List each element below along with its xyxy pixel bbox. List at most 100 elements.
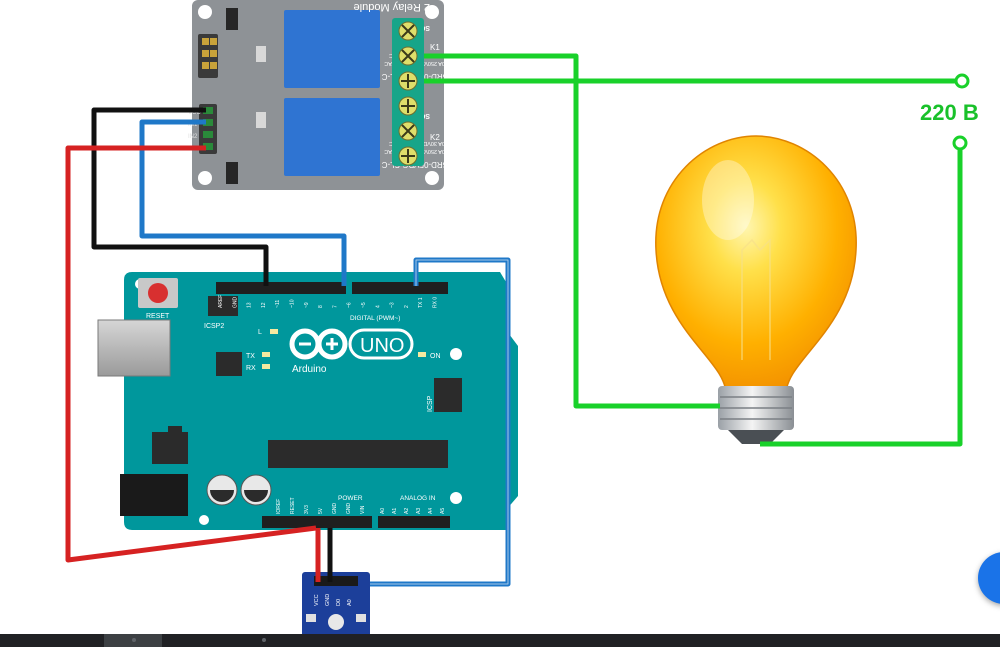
mount-hole [198, 5, 212, 19]
sensor-pcb [302, 572, 370, 638]
taskbar-indicator [262, 638, 266, 642]
pin-label: ~3 [390, 302, 396, 308]
mount-hole [425, 5, 439, 19]
screw-terminals [398, 21, 418, 166]
power-header [262, 516, 372, 528]
pin-label: RESET [290, 497, 296, 514]
digital-header-right [352, 282, 448, 294]
relay-module: VCC IN1 IN2 GND SRD-05VDC-SL-C 10A 250VA… [188, 0, 448, 190]
relay-input-header [199, 104, 217, 154]
pin-label: A3 [416, 508, 422, 514]
pin-label: 5V [318, 507, 324, 514]
pin-label: GND [332, 503, 338, 515]
sensor-header [314, 576, 358, 586]
wire-blue-in1 [139, 119, 347, 286]
pin-label: 7 [332, 305, 338, 308]
arduino-brand-text: Arduino [292, 364, 327, 375]
led-label: RX [246, 365, 256, 372]
sensor-pin-label: VCC [314, 594, 320, 606]
icsp2-header [208, 296, 238, 316]
pin-label: GND [232, 297, 238, 309]
atmega-chip [268, 440, 448, 468]
wire-blue-signal-outline [370, 259, 509, 585]
relay-pcb [192, 0, 444, 190]
pin-label: AREF [218, 295, 224, 308]
floating-action-button[interactable] [978, 552, 1000, 604]
pin-label: A1 [392, 508, 398, 514]
wires [65, 53, 963, 587]
arduino-logo: UNO [289, 328, 414, 360]
sensor-pin-label: D0 [336, 599, 342, 606]
light-bulb [655, 135, 857, 444]
pin-label: 8 [318, 305, 324, 308]
transistor [226, 162, 238, 184]
transistor [226, 8, 238, 30]
sensor-element [328, 614, 344, 630]
bulb-tip [728, 430, 784, 444]
pin-label: IOREF [276, 499, 282, 514]
usb-chip [216, 352, 242, 376]
sensor-pin-label: A0 [347, 599, 353, 606]
pin-label: 13 [247, 302, 253, 308]
wire-black-gnd [91, 107, 269, 286]
mains-terminal [954, 73, 970, 89]
analog-label: ANALOG IN [400, 495, 436, 502]
power-jack [120, 474, 188, 516]
regulator [152, 432, 188, 464]
resistor [256, 112, 266, 128]
pin-label: 2 [404, 305, 410, 308]
pin-label: A2 [404, 508, 410, 514]
relay-module-title: 2 Relay Module [354, 1, 430, 13]
pin-label: GND [346, 503, 352, 515]
pin-label: A5 [440, 508, 446, 514]
pin-label: VIN [360, 505, 366, 514]
power-pin-labels: IOREF RESET 3V3 5V GND GND VIN [276, 497, 366, 514]
bulb-glass [655, 135, 857, 395]
resistor [256, 46, 266, 62]
pin-label: ~5 [361, 302, 367, 308]
digital-header-left [216, 282, 346, 294]
wire-green-relay-com [424, 53, 720, 409]
bulb-filament [741, 238, 771, 360]
uno-logo-text: UNO [360, 335, 404, 357]
led-label: TX [246, 353, 255, 360]
pin-label: 4 [375, 305, 381, 308]
sensor-pin-label: GND [325, 594, 331, 606]
mount-hole [198, 171, 212, 185]
icsp-label: ICSP [427, 395, 434, 412]
relay-pin-label: IN2 [188, 134, 198, 140]
reset-label: RESET [146, 313, 170, 320]
wire-green-neutral [760, 143, 963, 447]
sensor-module: VCC GND D0 A0 [302, 572, 370, 638]
mains-terminal [952, 135, 968, 151]
channel-label: K2 [430, 133, 440, 142]
pin-label: ~10 [290, 299, 296, 308]
pin-label: RX 0 [433, 297, 439, 308]
wire-red-vcc [65, 145, 317, 563]
icsp2-label: ICSP2 [204, 323, 224, 330]
relay-pin-label: VCC [188, 110, 201, 116]
pin-label: ~6 [347, 302, 353, 308]
analog-pin-labels: A0 A1 A2 A3 A4 A5 [380, 508, 446, 514]
pin-label: TX 1 [418, 297, 424, 308]
digital-pin-labels: AREF GND 13 12 ~11 ~10 ~9 8 7 ~6 ~5 4 ~3 2 TX 1 RX 0 [218, 295, 439, 308]
pin-label: 12 [261, 302, 267, 308]
taskbar [0, 634, 1000, 647]
icsp-header [434, 378, 462, 412]
pin-label: ~11 [275, 300, 281, 308]
pin-label: 3V3 [304, 505, 310, 514]
relay-pin-label: IN1 [188, 122, 198, 128]
channel-label: K1 [430, 43, 440, 52]
voltage-label: 220 B [920, 100, 979, 125]
pin-label: A0 [380, 508, 386, 514]
pin-label: ~9 [304, 302, 310, 308]
power-label: POWER [338, 495, 363, 502]
pin-label: A4 [428, 508, 434, 514]
usb-port [97, 319, 171, 377]
analog-header [378, 516, 450, 528]
led-label: ON [430, 353, 441, 360]
taskbar-indicator [132, 638, 136, 642]
mount-hole [425, 171, 439, 185]
